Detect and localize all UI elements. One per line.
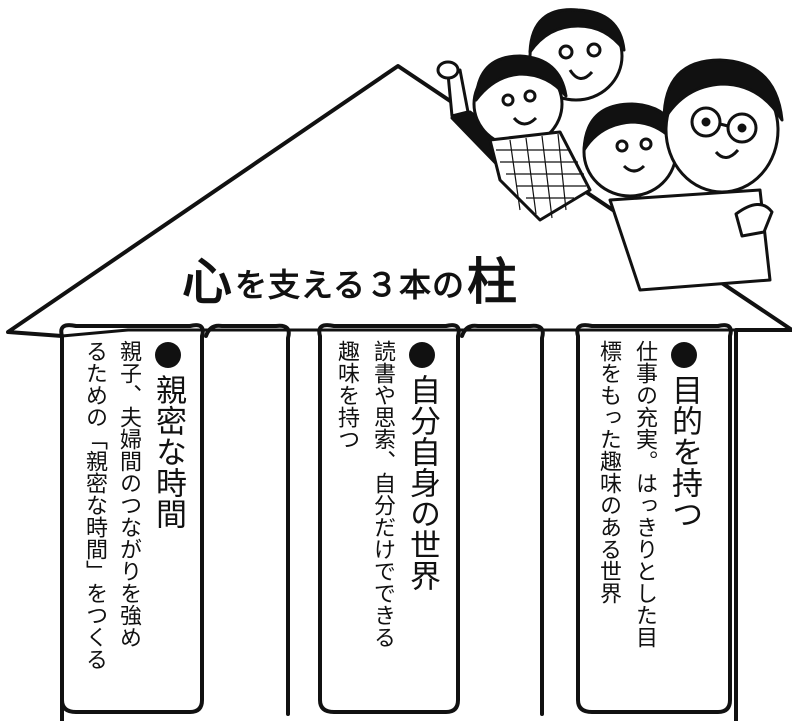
pillar-gap-1 (204, 323, 291, 716)
pillar-2-heading-col: 自分自身の世界 (402, 342, 442, 591)
pillar-1-heading: 親密な時間 (150, 374, 186, 529)
pillar-1-outline (59, 323, 205, 714)
pillar-2-text-line-1: 読書や思索、自分だけでできる (370, 340, 395, 648)
pillar-3-heading-col: 目的を持つ (664, 342, 704, 529)
pillar-2-text-line-2: 趣味を持つ (334, 340, 359, 450)
title-middle: を支える３本の (235, 266, 466, 304)
pillar-3-heading: 目的を持つ (666, 374, 702, 529)
pillar-1-text-line-1: 親子、夫婦間のつながりを強め (116, 340, 141, 648)
title-kokoro: 心 (182, 253, 233, 311)
pillar-3-bullet-icon (671, 342, 697, 368)
pillar-1-bullet-icon (155, 342, 181, 368)
pillar-2-bullet-icon (409, 342, 435, 368)
family-illustration (436, 8, 784, 292)
title-hashira: 柱 (467, 253, 519, 311)
pillar-2-heading: 自分自身の世界 (404, 374, 440, 591)
diagram-title: 心 を支える３本の 柱 (182, 248, 518, 308)
pillar-3-outline (575, 323, 733, 714)
pillar-gap-2 (460, 323, 545, 716)
pillar-1-text-line-2: るための「親密な時間」をつくる (82, 340, 107, 670)
pillar-3-text-line-1: 仕事の充実。はっきりとした目 (632, 340, 657, 648)
pillar-1-heading-col: 親密な時間 (148, 342, 188, 529)
eave-line (60, 328, 738, 338)
pillar-2-outline (317, 323, 461, 714)
pillar-3-text-line-2: 標をもった趣味のある世界 (596, 340, 621, 604)
